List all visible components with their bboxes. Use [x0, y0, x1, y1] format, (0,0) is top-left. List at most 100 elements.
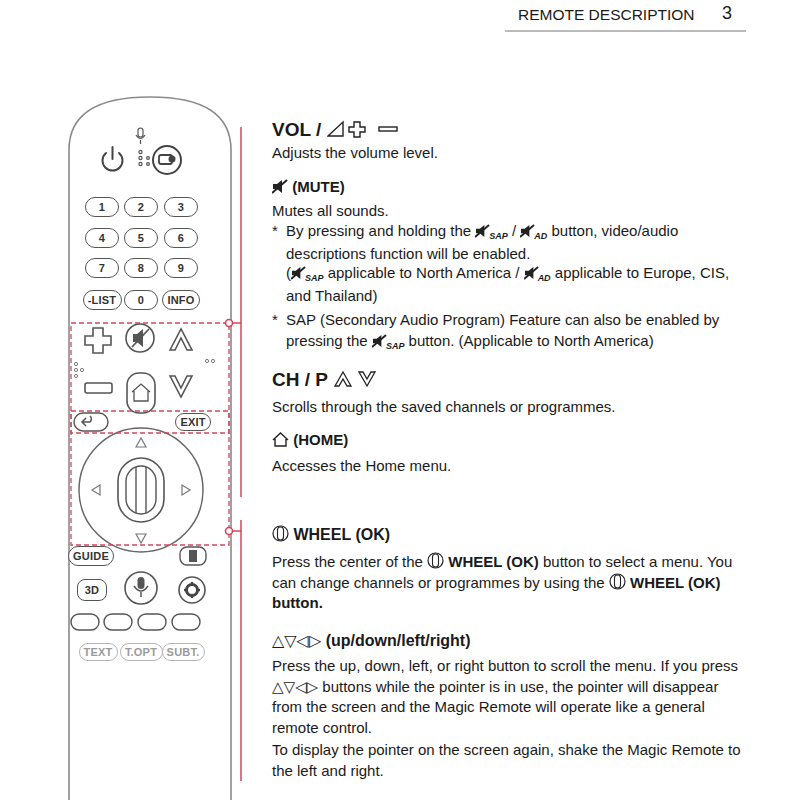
subscript: AD	[534, 231, 547, 241]
button-label: 4	[99, 232, 105, 244]
mute-icon	[291, 266, 306, 280]
home-icon	[272, 432, 289, 447]
leader-line	[232, 322, 241, 324]
note-text: applicable to North America /	[328, 264, 520, 281]
volume-minus	[85, 383, 112, 393]
heading-text: CH / P	[272, 369, 328, 390]
heading-text: WHEEL (OK)	[293, 526, 390, 543]
mute-icon	[372, 334, 387, 348]
remote-button: 1	[85, 197, 119, 217]
note-text: /	[512, 222, 516, 239]
header-rule	[505, 31, 746, 32]
bold-term: button.	[272, 594, 323, 611]
remote-button: 9	[164, 258, 198, 278]
remote-button: INFO	[162, 290, 200, 310]
button-label: 7	[99, 262, 105, 274]
subscript: AD	[538, 273, 551, 283]
note: (SAP applicable to North America / AD ap…	[272, 263, 750, 306]
button-label: 8	[138, 262, 144, 274]
button-label: 9	[178, 262, 184, 274]
input-button	[153, 146, 181, 174]
section-heading: CH / P	[272, 368, 750, 392]
note-text: button. (Applicable to North America)	[409, 332, 654, 349]
channel-icons	[333, 370, 379, 388]
heading-text: VOL /	[272, 119, 321, 140]
description-text: Accesses the Home menu.	[272, 457, 451, 474]
subscript: SAP	[305, 273, 324, 283]
button-label: 0	[138, 294, 144, 306]
button-label: 3	[178, 201, 184, 213]
note-text: By pressing and holding the	[286, 222, 471, 239]
section-heading: (HOME)	[272, 430, 750, 451]
wheel-icon	[272, 525, 289, 542]
heading-text: (MUTE)	[292, 178, 345, 195]
mute-button	[126, 324, 154, 352]
remote-body	[69, 97, 231, 800]
remote-button: 3D	[77, 579, 107, 601]
button-label: GUIDE	[73, 550, 109, 562]
description: To display the pointer on the screen aga…	[272, 740, 750, 781]
remote-button: 6	[164, 228, 198, 248]
description-text: Press the up, down, left, or right butto…	[272, 657, 738, 674]
button-label: 3D	[85, 584, 99, 596]
description: Press the center of the WHEEL (OK) butto…	[272, 552, 750, 614]
note-text: (	[286, 264, 291, 281]
page-header: REMOTE DESCRIPTION	[518, 5, 695, 26]
description: Mutes all sounds.	[272, 201, 750, 222]
subscript: SAP	[489, 231, 508, 241]
section-heading: △▽◁▷ (up/down/left/right)	[272, 631, 750, 652]
heading-text: (HOME)	[293, 431, 348, 448]
section-heading: (MUTE)	[272, 177, 750, 198]
button-label: 1	[99, 201, 105, 213]
button-label: -LIST	[88, 294, 117, 306]
leader-line	[232, 530, 241, 532]
bold-term: WHEEL (OK)	[448, 553, 539, 570]
description-text: To display the pointer on the screen aga…	[272, 741, 741, 779]
channel-up	[170, 329, 192, 350]
home-button	[127, 373, 155, 413]
remote-button: GUIDE	[68, 546, 114, 566]
callout-dot	[226, 320, 233, 327]
description-text: Press the center of the	[272, 553, 423, 570]
button-label: 2	[138, 201, 144, 213]
description: Scrolls through the saved channels or pr…	[272, 397, 750, 418]
button-label: SUBT.	[167, 646, 200, 658]
wheel-ok	[79, 428, 203, 552]
channel-down	[170, 376, 192, 397]
remote-button: TEXT	[79, 643, 118, 661]
heading-text: (up/down/left/right)	[326, 632, 471, 649]
remote-button: EXIT	[175, 413, 211, 431]
page-number: 3	[722, 3, 732, 23]
remote-button: T.OPT	[120, 643, 163, 661]
subscript: SAP	[386, 341, 405, 351]
note-mark: *	[272, 221, 278, 242]
power-button	[103, 147, 123, 171]
note: * By pressing and holding the SAP / AD b…	[272, 221, 750, 264]
button-label: TEXT	[84, 646, 113, 658]
section-heading: WHEEL (OK)	[272, 525, 750, 546]
button-label: EXIT	[180, 416, 205, 428]
description-text: Mutes all sounds.	[272, 202, 389, 219]
description: Press the up, down, left, or right butto…	[272, 656, 750, 738]
remote-button: 8	[124, 258, 158, 278]
remote-button: -LIST	[83, 290, 122, 310]
color-buttons	[71, 614, 200, 630]
back-button	[74, 413, 108, 431]
remote-button: 4	[85, 228, 119, 248]
arrow-glyphs: △▽◁▷	[272, 632, 321, 649]
mute-icon	[272, 179, 288, 194]
voice-button	[125, 572, 157, 604]
description: Accesses the Home menu.	[272, 456, 750, 477]
description: Adjusts the volume level.	[272, 143, 750, 164]
description-text: buttons while the pointer is in use, the…	[272, 678, 718, 736]
menu-button	[180, 547, 206, 565]
bold-term: WHEEL (OK)	[630, 574, 721, 591]
note: * SAP (Secondary Audio Program) Feature …	[272, 310, 750, 353]
remote-button: 5	[124, 228, 158, 248]
description-text: Adjusts the volume level.	[272, 144, 438, 161]
description-text: Scrolls through the saved channels or pr…	[272, 398, 616, 415]
section-heading: VOL /	[272, 119, 750, 141]
settings-button	[179, 577, 205, 603]
button-label: T.OPT	[125, 646, 157, 658]
